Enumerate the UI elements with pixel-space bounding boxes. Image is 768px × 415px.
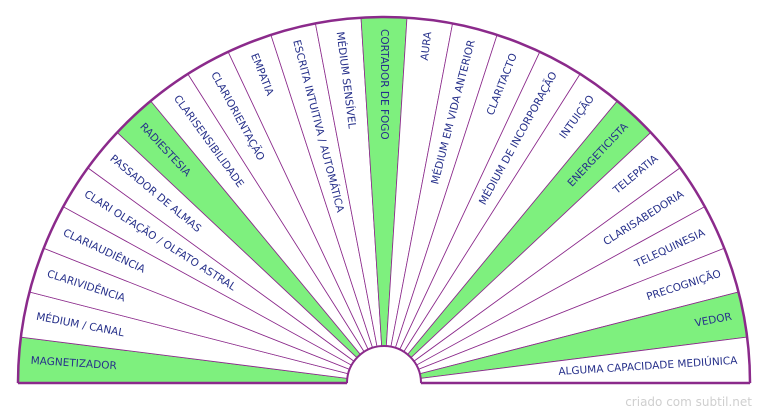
- segment-label-1: MAGNETIZADOR: [30, 355, 117, 372]
- inner-arc: [346, 345, 422, 384]
- outer-arc: [16, 15, 752, 384]
- chart-segments: [17, 16, 751, 384]
- credit-watermark: criado com subtil.net: [625, 395, 752, 409]
- segment-label-14: AURA: [419, 30, 435, 61]
- segment-label-13: CORTADOR DE FOGO: [378, 29, 390, 140]
- chart-frame: [16, 15, 752, 385]
